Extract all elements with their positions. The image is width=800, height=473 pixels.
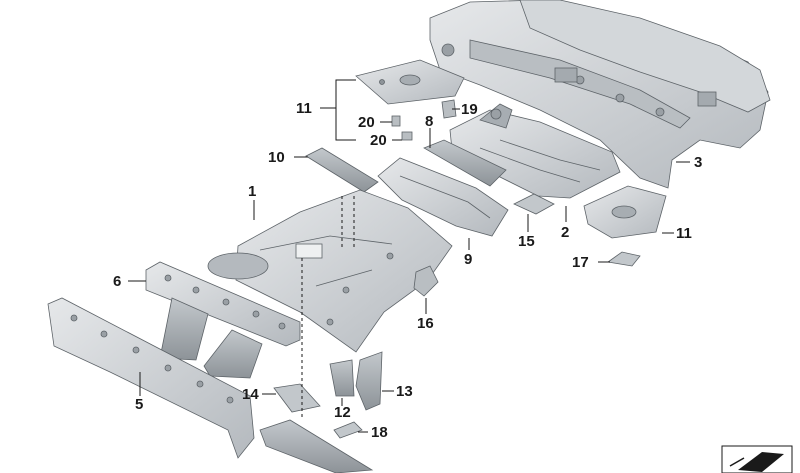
callout-8: 8 (425, 113, 434, 130)
callout-18: 18 (371, 424, 388, 441)
part-11-right-tray (583, 185, 667, 239)
part-17-cover (606, 251, 641, 267)
part-8-crossmember (423, 139, 507, 187)
callout-11-right: 11 (676, 225, 692, 242)
callout-17: 17 (572, 254, 589, 271)
callout-3: 3 (694, 154, 703, 171)
part-10-rail (305, 147, 379, 193)
callout-15: 15 (518, 233, 535, 250)
reference-lines (301, 196, 355, 420)
part-19-bracket (441, 99, 457, 119)
callout-6: 6 (113, 273, 122, 290)
part-6-crossmember (145, 261, 301, 379)
part-15-plate (513, 193, 555, 215)
callout-20-b: 20 (370, 132, 387, 149)
part-5-end-panel (47, 297, 255, 459)
part-16-bracket (413, 265, 439, 297)
callout-9: 9 (464, 251, 473, 268)
callout-12: 12 (334, 404, 351, 421)
callout-19: 19 (461, 101, 478, 118)
part-14-plate (273, 383, 321, 413)
part-9-tunnel (377, 157, 509, 237)
callout-16: 16 (417, 315, 434, 332)
callout-11-top: 11 (296, 100, 312, 117)
part-11-upper-tray (355, 59, 465, 105)
part-13-gusset (355, 351, 383, 411)
perspective-arrow-icon (721, 445, 793, 473)
part-3-rear-panel (429, 0, 771, 189)
part-18-clip (333, 421, 363, 439)
leader-lines (128, 79, 690, 433)
callout-2: 2 (561, 224, 570, 241)
callout-1: 1 (248, 183, 257, 200)
part-1-rear-floor (207, 189, 453, 353)
callout-20-a: 20 (358, 114, 375, 131)
callout-13: 13 (396, 383, 413, 400)
callout-5: 5 (135, 396, 144, 413)
callout-14: 14 (242, 386, 259, 403)
part-12-gusset (329, 359, 355, 397)
callout-10: 10 (268, 149, 285, 166)
bottom-rail (259, 419, 374, 473)
part-20-clips (391, 115, 413, 141)
